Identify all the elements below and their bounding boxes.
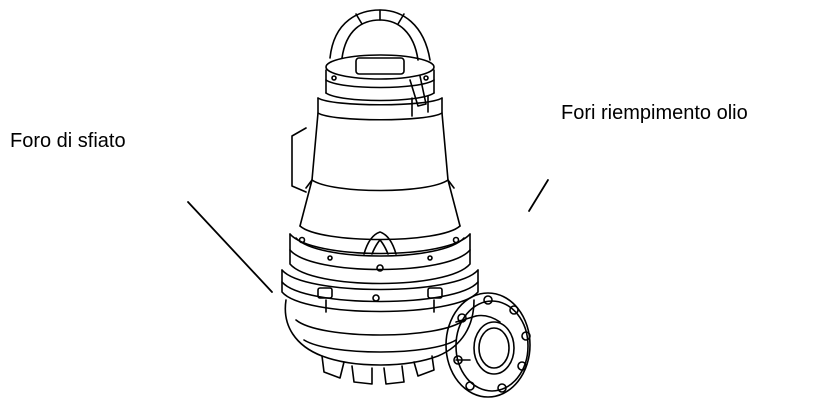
oil-fill-holes-label: Fori riempimento olio [561, 102, 748, 124]
discharge-flange [445, 292, 531, 398]
clamp-band [281, 269, 479, 313]
motor-housing [291, 112, 461, 241]
vent-hole-leader-line [187, 201, 273, 293]
top-cap [325, 54, 435, 107]
volute-body [284, 299, 475, 385]
lifting-handle [329, 9, 431, 61]
oil-fill-leader-line [528, 179, 549, 212]
flange-ring [289, 231, 471, 285]
vent-hole-label: Foro di sfiato [10, 130, 126, 152]
connection-band [317, 95, 443, 121]
